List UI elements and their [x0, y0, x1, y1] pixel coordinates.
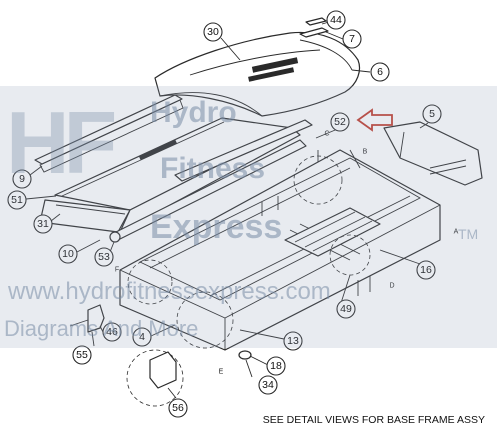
right-rail-cover [174, 119, 313, 182]
svg-text:13: 13 [287, 335, 299, 347]
callout-9: 9 [12, 169, 32, 189]
svg-text:53: 53 [98, 251, 110, 263]
callout-51: 51 [7, 190, 27, 210]
svg-text:44: 44 [330, 14, 342, 26]
front-motor-shroud [383, 121, 483, 186]
diagram-caption: SEE DETAIL VIEWS FOR BASE FRAME ASSY [262, 414, 485, 426]
callout-18: 18 [266, 356, 286, 376]
svg-text:46: 46 [106, 326, 118, 338]
callout-31: 31 [33, 214, 53, 234]
svg-text:55: 55 [76, 349, 88, 361]
detail-circle-center [176, 291, 234, 349]
view-letter-b: B [363, 149, 368, 156]
svg-text:49: 49 [340, 303, 352, 315]
part-46-foot [87, 304, 105, 333]
part-34-leveler [238, 350, 252, 360]
callout-56: 56 [168, 398, 188, 418]
callout-arrow [356, 108, 393, 132]
detail-circle-left [127, 259, 173, 305]
callout-44: 44 [326, 10, 346, 30]
svg-text:7: 7 [349, 33, 355, 45]
callout-6: 6 [370, 62, 390, 82]
detail-56-part [149, 351, 177, 389]
svg-text:52: 52 [334, 116, 346, 128]
fastener-group [261, 149, 371, 296]
svg-text:10: 10 [62, 248, 74, 260]
callout-46: 46 [102, 322, 122, 342]
motor-hood [154, 31, 361, 117]
detail-circle-56 [126, 349, 184, 407]
callout-16: 16 [416, 260, 436, 280]
svg-text:4: 4 [139, 331, 145, 343]
callout-5: 5 [422, 104, 442, 124]
rear-roller [109, 139, 307, 243]
callout-49: 49 [336, 299, 356, 319]
view-letter-d: D [389, 283, 394, 290]
svg-text:31: 31 [37, 218, 49, 230]
hood-badge-parts [299, 17, 329, 38]
svg-text:34: 34 [262, 379, 274, 391]
callout-53: 53 [94, 247, 114, 267]
view-letter-a: A [454, 229, 459, 236]
view-letter-f: F [115, 267, 119, 274]
callout-4: 4 [132, 327, 152, 347]
svg-text:9: 9 [19, 173, 25, 185]
callout-10: 10 [58, 244, 78, 264]
callout-13: 13 [283, 331, 303, 351]
callout-34: 34 [258, 375, 278, 395]
view-letter-c: C [324, 131, 329, 138]
base-frame [119, 149, 441, 351]
svg-text:16: 16 [420, 264, 432, 276]
svg-text:5: 5 [429, 108, 435, 120]
callout-55: 55 [72, 345, 92, 365]
svg-text:18: 18 [270, 360, 282, 372]
left-rail-cover [34, 94, 184, 173]
callout-52: 52 [330, 112, 350, 132]
view-letter-e: E [219, 369, 224, 376]
callout-7: 7 [342, 29, 362, 49]
svg-text:30: 30 [207, 26, 219, 38]
leader-lines [25, 19, 429, 399]
svg-text:51: 51 [11, 194, 23, 206]
callout-30: 30 [203, 22, 223, 42]
svg-text:56: 56 [172, 402, 184, 414]
svg-text:6: 6 [377, 66, 383, 78]
